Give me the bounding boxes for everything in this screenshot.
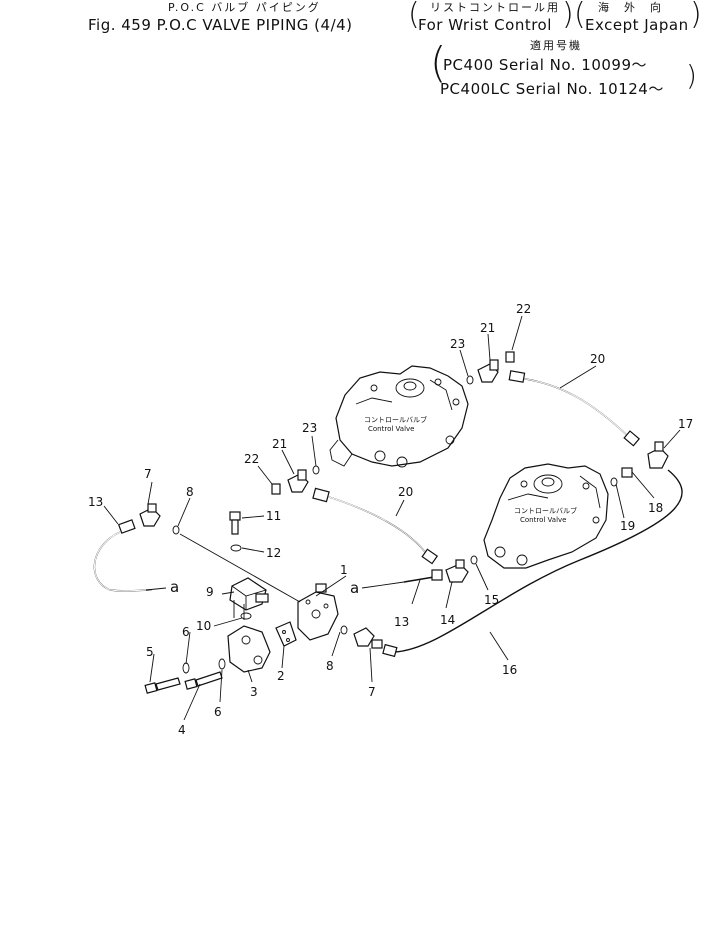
callout-8-right: 8 — [326, 659, 334, 673]
callout-15: 15 — [484, 593, 499, 607]
adapter-fitting — [621, 467, 633, 478]
fitting-7-right — [353, 627, 383, 649]
hose-16-end — [382, 643, 398, 658]
region-jp: 海 外 向 — [598, 1, 663, 14]
callout-1: 1 — [340, 563, 348, 577]
hose-long-16 — [393, 469, 683, 653]
washer-6-lower — [218, 658, 226, 670]
callout-11: 11 — [266, 509, 281, 523]
ref-a-left: a — [170, 578, 179, 596]
callout-16: 16 — [502, 663, 517, 677]
paren-close-2: ) — [690, 0, 702, 32]
serial-line-2: PC400LC Serial No. 10124～ — [440, 80, 664, 98]
callout-14: 14 — [440, 613, 455, 627]
hose-upper-right — [508, 370, 641, 447]
leader-block — [233, 600, 245, 620]
elbow-fitting-upper — [477, 359, 499, 383]
tee-fitting — [647, 441, 669, 469]
bolt-5 — [144, 677, 181, 694]
wrist-en: For Wrist Control — [418, 16, 552, 34]
leader-lines — [103, 315, 681, 721]
callout-22-upper: 22 — [516, 302, 531, 316]
valve-label-jp-lower: コントロールバルブ — [514, 506, 577, 515]
o-ring-middle — [312, 465, 320, 475]
o-ring-upper — [466, 375, 474, 385]
callout-6-lower: 6 — [214, 705, 222, 719]
callout-20-upper: 20 — [590, 352, 605, 366]
control-valve-upper: コントロールバルブ Control Valve — [329, 365, 469, 468]
leader-connection — [179, 533, 301, 603]
washer-6-upper — [182, 662, 190, 674]
elbow-fitting-middle — [287, 469, 309, 493]
callout-13-left: 13 — [88, 495, 103, 509]
callout-2: 2 — [277, 669, 285, 683]
figure-title: Fig. 459 P.O.C VALVE PIPING (4/4) — [88, 16, 353, 34]
callout-18: 18 — [648, 501, 663, 515]
callout-7-left: 7 — [144, 467, 152, 481]
region-en: Except Japan — [585, 16, 689, 34]
callout-12: 12 — [266, 546, 281, 560]
paren-open-2: ( — [574, 0, 586, 32]
block-9 — [229, 577, 269, 611]
plug-upper — [505, 351, 515, 363]
callout-23-middle: 23 — [302, 421, 317, 435]
ref-a-lower: a — [350, 579, 359, 597]
hose-13-lower-end — [431, 569, 443, 581]
callout-8-left: 8 — [186, 485, 194, 499]
bolt-4 — [184, 671, 223, 690]
o-ring-valve-port — [610, 477, 618, 487]
valve-label-jp-upper: コントロールバルブ — [364, 415, 427, 424]
plug-middle — [271, 483, 281, 495]
paren-close: ) — [562, 0, 574, 32]
callout-7-right: 7 — [368, 685, 376, 699]
callout-9: 9 — [206, 585, 214, 599]
fitting-14 — [445, 559, 469, 583]
manifold-1 — [297, 583, 339, 641]
callout-13-lower: 13 — [394, 615, 409, 629]
valve-3 — [227, 625, 271, 673]
control-valve-lower: コントロールバルブ Control Valve — [483, 463, 609, 569]
callout-19: 19 — [620, 519, 635, 533]
wrist-jp: リストコントロール用 — [430, 1, 560, 14]
callout-21-middle: 21 — [272, 437, 287, 451]
paren-open-3: ( — [430, 38, 447, 87]
valve-label-en-upper: Control Valve — [368, 425, 414, 433]
callout-5: 5 — [146, 645, 154, 659]
callout-23-upper: 23 — [450, 337, 465, 351]
hose-13-left — [93, 519, 153, 592]
title-jp: P.O.C バルブ パイピング — [168, 1, 321, 14]
callout-3: 3 — [250, 685, 258, 699]
paren-close-3: ) — [686, 59, 697, 92]
washer-12 — [230, 544, 242, 552]
o-ring-8-right — [340, 625, 348, 635]
callout-10: 10 — [196, 619, 211, 633]
callout-22-middle: 22 — [244, 452, 259, 466]
o-ring-15 — [470, 555, 478, 565]
o-ring-10 — [240, 612, 252, 620]
callout-20-middle: 20 — [398, 485, 413, 499]
bolt-11 — [229, 511, 241, 535]
callout-21-upper: 21 — [480, 321, 495, 335]
applicable-jp: 適用号機 — [530, 39, 582, 52]
callout-17: 17 — [678, 417, 693, 431]
serial-line-1: PC400 Serial No. 10099～ — [443, 56, 648, 74]
o-ring-8-left — [172, 525, 180, 535]
fitting-7-left — [139, 503, 161, 527]
callout-4: 4 — [178, 723, 186, 737]
callout-6-upper: 6 — [182, 625, 190, 639]
paren-open: ( — [408, 0, 420, 32]
gasket-2 — [275, 621, 297, 647]
hose-middle — [312, 487, 439, 565]
valve-label-en-lower: Control Valve — [520, 516, 566, 524]
